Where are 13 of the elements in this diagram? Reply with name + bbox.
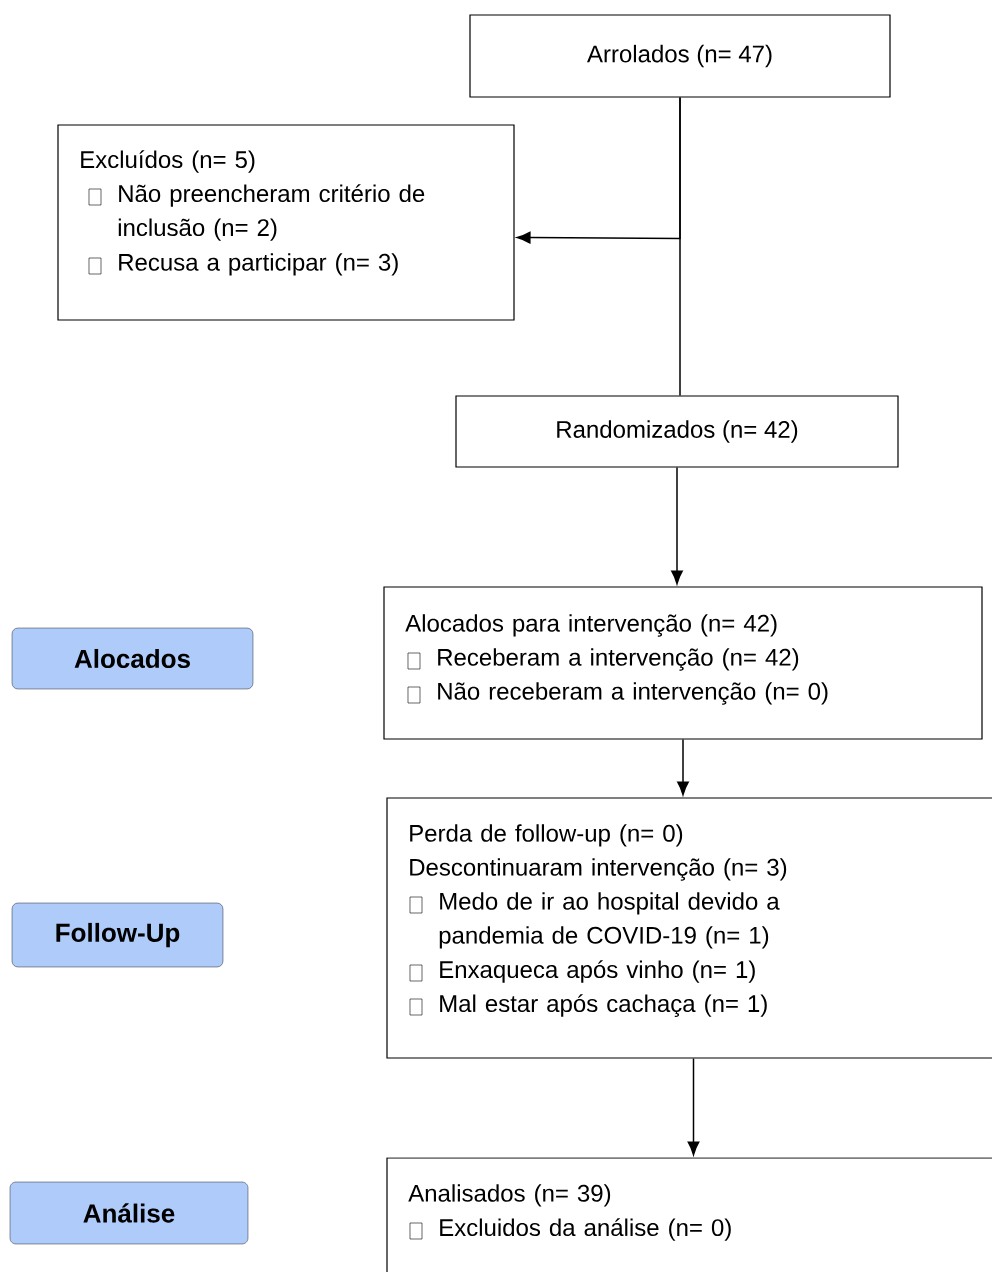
arrow <box>687 1057 700 1156</box>
process-box: Excluídos (n= 5) Não preencheram critério de inclusão (n= 2) Recusa a participar (n= 3) <box>57 124 515 321</box>
stage-label: Alocados <box>11 627 254 690</box>
process-box: Alocados para intervenção (n= 42) Receberam a intervenção (n= 42) Não receberam a intervenção (n= 0) <box>383 586 983 740</box>
process-box: Randomizados (n= 42) <box>455 395 899 468</box>
stage-label: Follow-Up <box>11 902 224 968</box>
arrow <box>677 738 689 796</box>
arrow <box>671 466 683 585</box>
stage-label: Análise <box>9 1181 249 1245</box>
process-box: Perda de follow-up (n= 0) Descontinuaram intervenção (n= 3) Medo de ir ao hospital devido a pandemia de COVID-19 (n= 1) Enxaqueca após vinho (n= 1) Mal estar após cachaça (n= 1) <box>386 797 992 1059</box>
arrow <box>516 96 681 244</box>
process-box: Arrolados (n= 47) <box>469 14 891 98</box>
process-box: Analisados (n= 39) Excluidos da análise (n= 0) <box>386 1157 992 1272</box>
